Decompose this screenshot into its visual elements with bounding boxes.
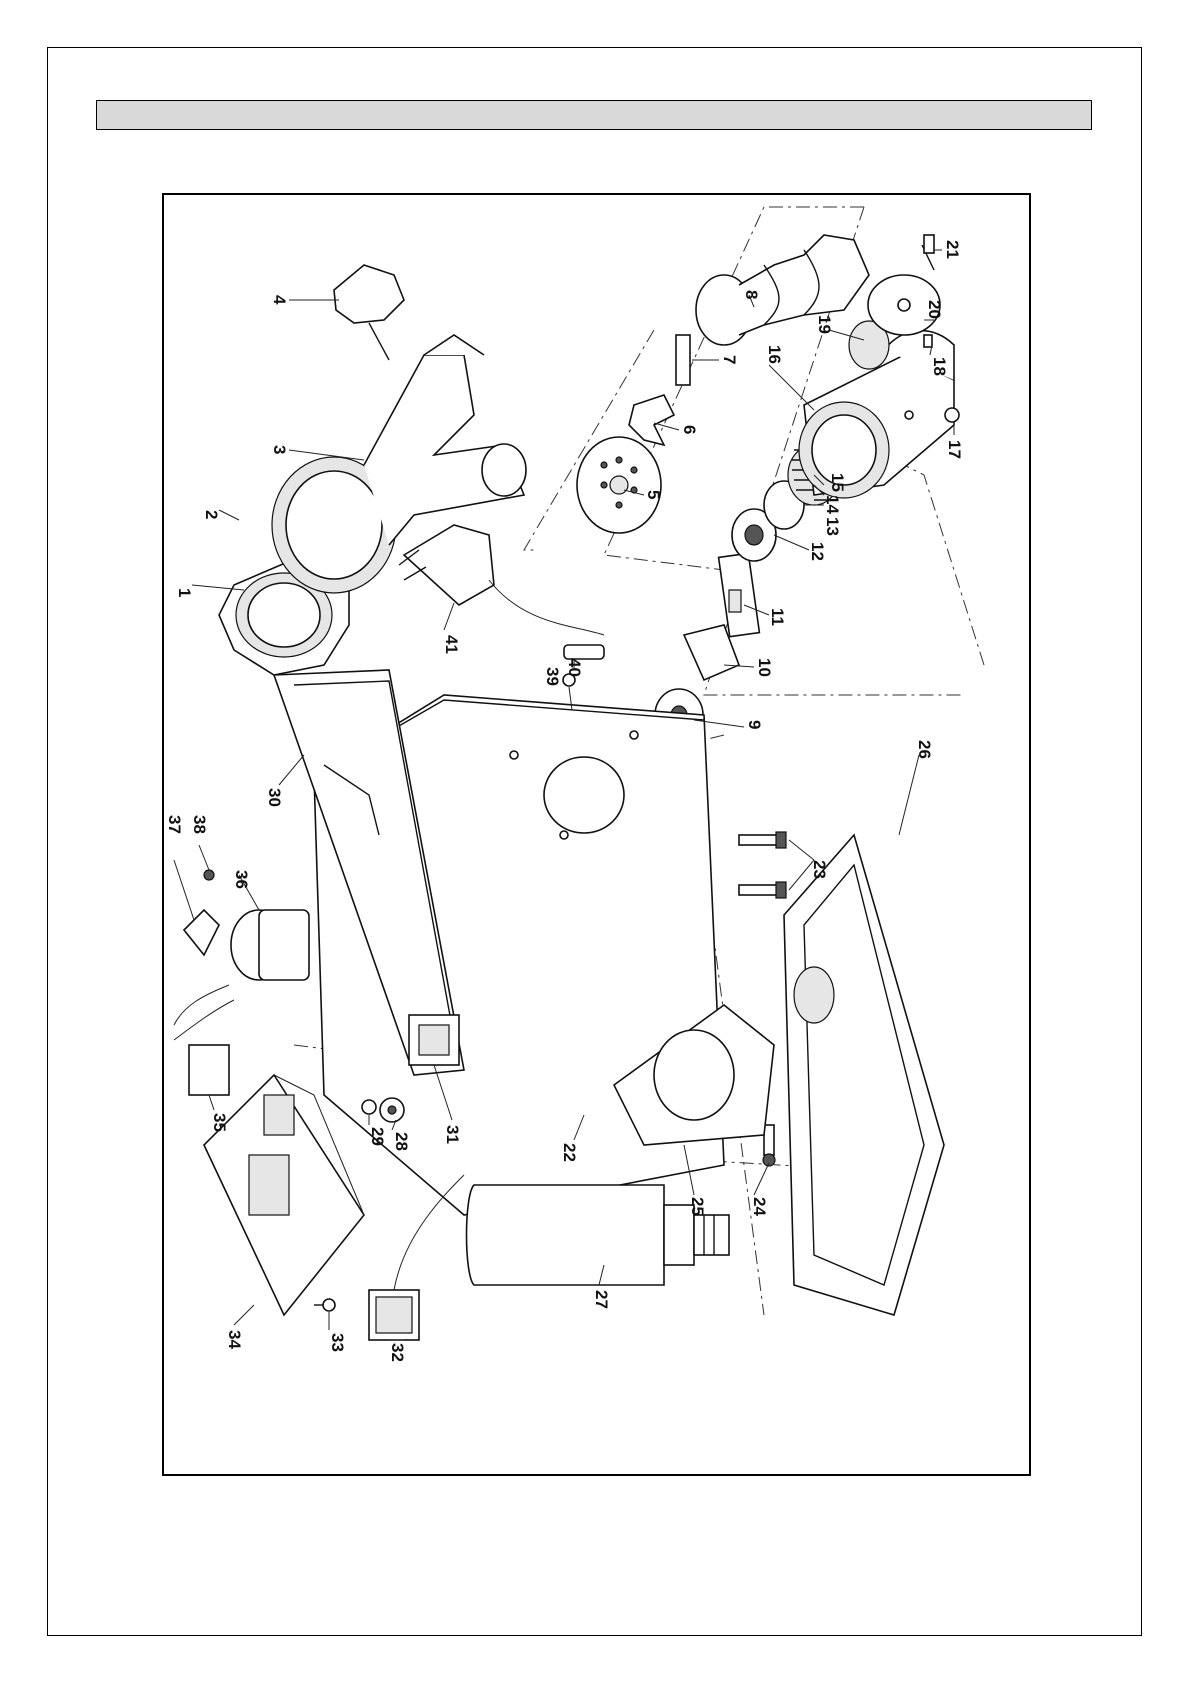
part-screw-33 [314,1299,335,1311]
callout-41: 41 [442,635,461,654]
exploded-parts-diagram: 1 2 3 4 5 6 7 8 9 10 11 12 13 14 15 16 1… [162,193,1031,1476]
callout-6: 6 [680,425,699,434]
diagram-drawing: 1 2 3 4 5 6 7 8 9 10 11 12 13 14 15 16 1… [164,195,1029,1474]
part-terminal-block [174,985,234,1095]
callout-25: 25 [688,1197,707,1216]
callout-8: 8 [742,290,761,299]
part-base-tray [784,835,944,1315]
part-cutting-plate [577,437,661,533]
part-drive-shaft-assembly [655,445,840,741]
callout-38: 38 [190,815,209,834]
callout-2: 2 [202,510,221,519]
part-switch [409,1015,459,1065]
part-control-board [204,1075,364,1315]
callout-13: 13 [823,517,842,536]
callout-39: 39 [543,667,562,686]
callout-32: 32 [388,1343,407,1362]
part-shaft-pin [676,335,690,385]
callout-19: 19 [815,315,834,334]
callout-26: 26 [915,740,934,759]
part-screws-23 [739,832,786,898]
callout-37: 37 [165,815,184,834]
callout-4: 4 [270,295,289,305]
header-bar [96,100,1092,130]
callout-14: 14 [823,495,842,514]
part-feed-knob [334,265,404,360]
callout-33: 33 [328,1333,347,1352]
callout-28: 28 [392,1132,411,1151]
callout-31: 31 [443,1125,462,1144]
callout-16: 16 [765,345,784,364]
callout-36: 36 [232,870,251,889]
callout-40: 40 [565,658,584,677]
callout-23: 23 [810,860,829,879]
callout-34: 34 [225,1330,244,1349]
callout-21: 21 [943,240,962,259]
callout-10: 10 [755,658,774,677]
callout-5: 5 [644,490,663,499]
callout-24: 24 [750,1197,769,1216]
part-feed-screw [696,235,869,345]
callout-3: 3 [270,445,289,454]
callout-1: 1 [175,588,194,597]
callout-20: 20 [925,300,944,319]
callout-11: 11 [768,608,787,626]
callout-15: 15 [828,473,847,492]
callout-7: 7 [720,355,739,364]
callout-30: 30 [265,788,284,807]
part-cutter-knife [629,395,674,445]
callout-17: 17 [945,440,964,459]
callout-18: 18 [930,357,949,376]
callout-22: 22 [560,1143,579,1162]
callout-35: 35 [210,1113,229,1132]
callout-27: 27 [592,1290,611,1309]
callout-9: 9 [745,720,764,729]
callout-12: 12 [808,542,827,561]
callout-29: 29 [368,1127,387,1146]
